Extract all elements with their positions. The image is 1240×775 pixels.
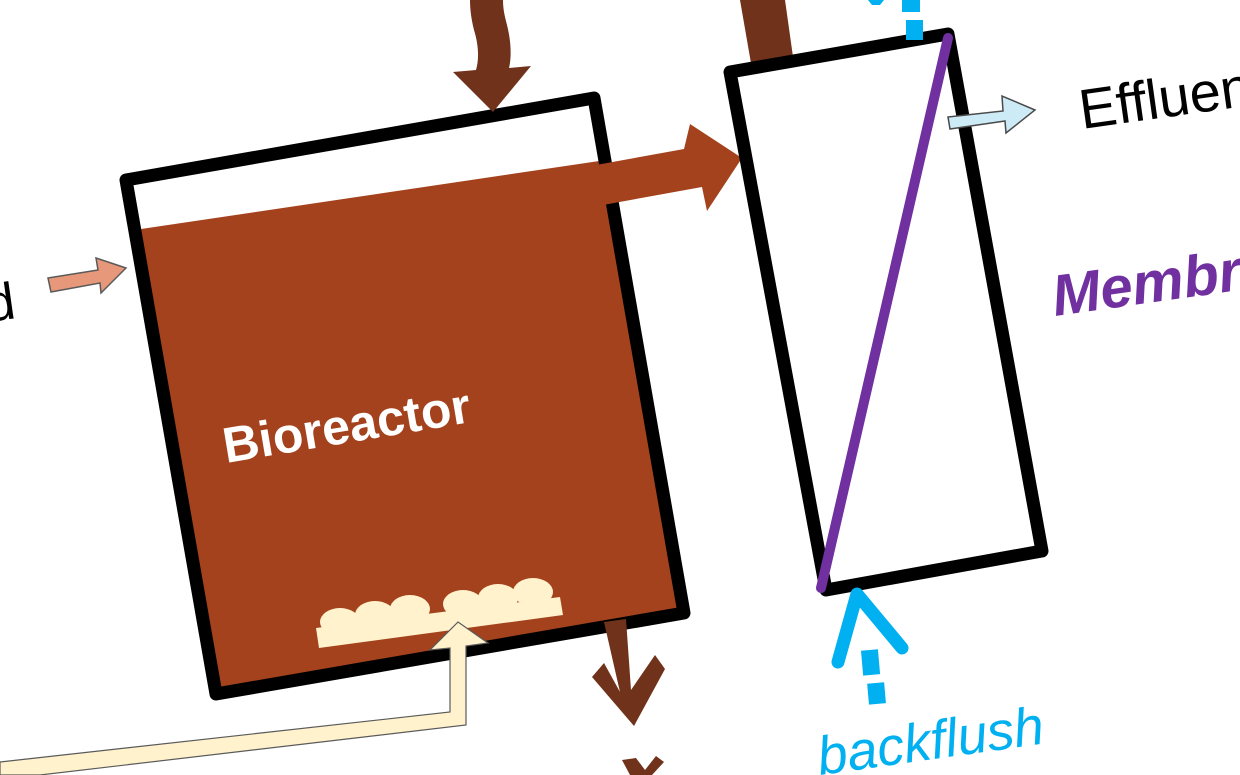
backflush-dash [860, 649, 881, 676]
air-bubble [355, 601, 395, 629]
backflush-chevron [831, 587, 909, 669]
waste-arrow-continuation [622, 756, 664, 775]
air-bubble [320, 608, 360, 636]
backflush-dash [902, 0, 920, 12]
backflush-arrow-icon [831, 587, 909, 705]
membrane-line [816, 33, 953, 593]
membrane-inlet-pipe [740, 0, 794, 69]
backflush-dash [906, 20, 923, 40]
aeration-bubbles [316, 578, 563, 648]
air-bubble [513, 578, 553, 606]
air-bubble [390, 595, 430, 623]
air-bubble [443, 590, 483, 618]
waste-arrow-icon [592, 619, 665, 726]
effluent-label: Effluent [1075, 52, 1240, 141]
recycle-arrow-icon [453, 0, 531, 112]
bioreactor-tank-outline [119, 91, 691, 701]
membrane-label: Membrane [1048, 224, 1240, 329]
bioreactor-sludge [141, 160, 680, 693]
backflush-label: backflush [813, 696, 1047, 775]
air-supply-line [0, 621, 490, 775]
backflush-top-indicator [868, 0, 923, 40]
backflush-dash [868, 0, 884, 5]
air-bubble [478, 584, 518, 612]
feed-arrow-icon [47, 256, 128, 295]
feed-label: Feed [0, 272, 19, 346]
effluent-arrow-icon [947, 94, 1037, 135]
backflush-dash [867, 682, 886, 705]
transfer-arrow-icon [596, 124, 742, 211]
